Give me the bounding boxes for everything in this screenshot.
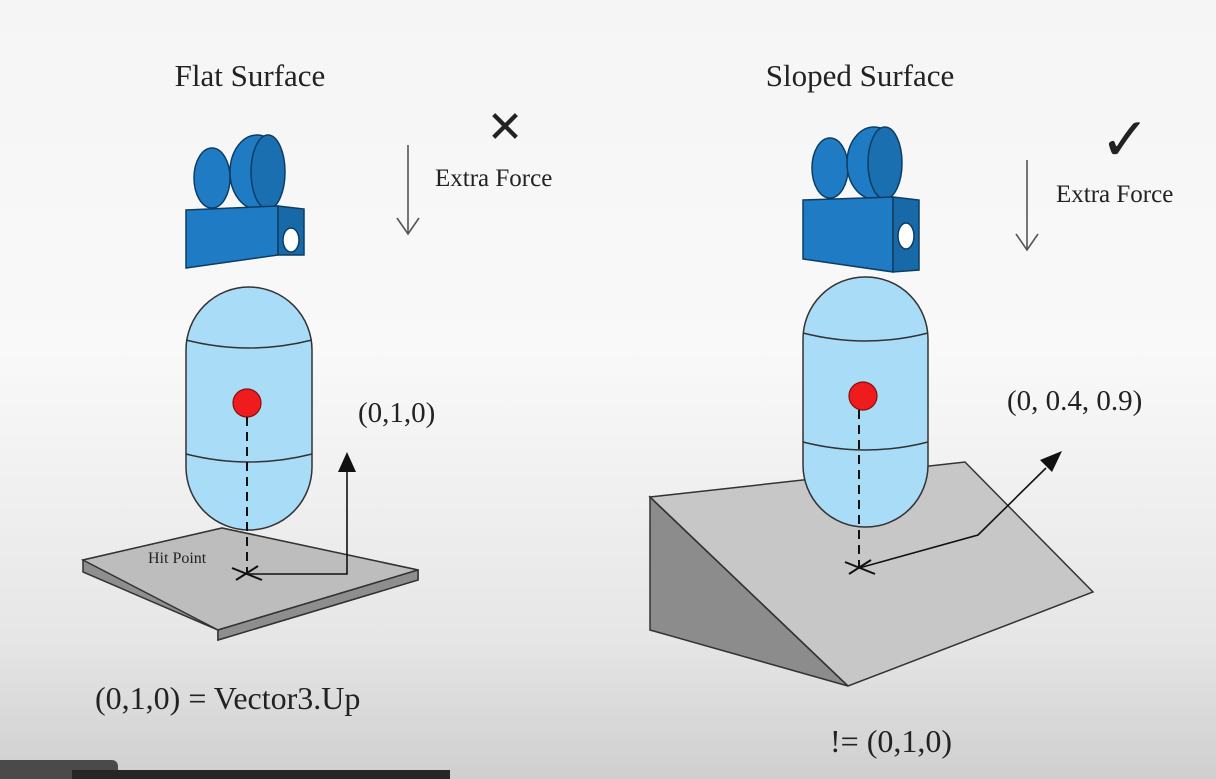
camera-icon <box>185 134 305 269</box>
normal-arrow-head-icon <box>338 452 356 472</box>
camera-icon <box>802 126 920 273</box>
center-point <box>848 381 878 411</box>
sloped-surface-caption: != (0,1,0) <box>830 723 952 759</box>
flat-surface-title: Flat Surface <box>175 58 326 93</box>
flat-surface-panel: Flat Surface ✕ Extra Force <box>80 58 552 716</box>
normal-vector-arrow <box>858 467 1047 569</box>
hit-point-label: Hit Point <box>148 550 207 567</box>
sloped-surface-title: Sloped Surface <box>766 58 955 93</box>
player-capsule <box>802 276 929 528</box>
extra-force-label: Extra Force <box>435 165 552 192</box>
flat-surface-caption: (0,1,0) = Vector3.Up <box>95 680 360 716</box>
check-mark-icon: ✓ <box>1100 107 1150 173</box>
flat-ground-plate <box>80 527 419 642</box>
normal-arrow-head-icon <box>1040 451 1062 472</box>
center-point <box>232 388 262 418</box>
sloped-surface-panel: Sloped Surface ✓ Extra Force <box>648 58 1173 759</box>
normal-vector-arrow <box>247 470 348 575</box>
player-capsule <box>185 286 313 531</box>
normal-vector-label: (0,1,0) <box>358 397 435 429</box>
normal-vector-label: (0, 0.4, 0.9) <box>1007 385 1142 417</box>
extra-force-label: Extra Force <box>1056 181 1173 208</box>
extra-force-arrow-icon <box>396 145 420 236</box>
extra-force-arrow-icon <box>1015 160 1039 252</box>
player-progress-track <box>72 770 450 779</box>
cross-mark-icon: ✕ <box>487 103 524 152</box>
